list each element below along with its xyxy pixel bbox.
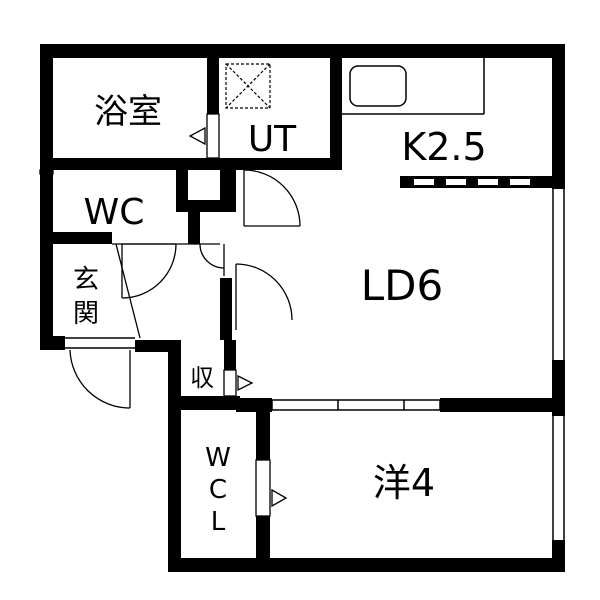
storage-slide-arrow-icon	[237, 374, 254, 392]
washer-pan-icon	[225, 63, 271, 109]
room-label-wcl-1: W	[205, 443, 231, 473]
room-label-wcl-3: L	[211, 507, 226, 537]
room-label-entrance-2: 関	[73, 299, 99, 329]
wcl-slide-arrow-icon	[271, 488, 288, 508]
room-label-entrance-1: 玄	[73, 265, 99, 295]
room-label-storage: 収	[190, 364, 214, 392]
doors	[69, 169, 301, 409]
room-label-western: 洋4	[373, 461, 435, 505]
sink-icon	[349, 65, 407, 107]
room-label-kitchen: K2.5	[401, 125, 486, 169]
room-label-living-dining: LD6	[361, 261, 443, 310]
kitchen-partition	[400, 176, 552, 188]
sliding-doors	[39, 113, 288, 517]
room-label-toilet: WC	[84, 192, 145, 233]
room-label-wcl-2: C	[209, 475, 227, 505]
kitchen-counter	[342, 58, 485, 115]
room-label-utility: UT	[248, 119, 297, 160]
room-label-bath: 浴室	[94, 92, 162, 132]
walls	[40, 44, 565, 572]
bath-slide-arrow-icon	[188, 126, 206, 146]
windows	[65, 189, 565, 540]
